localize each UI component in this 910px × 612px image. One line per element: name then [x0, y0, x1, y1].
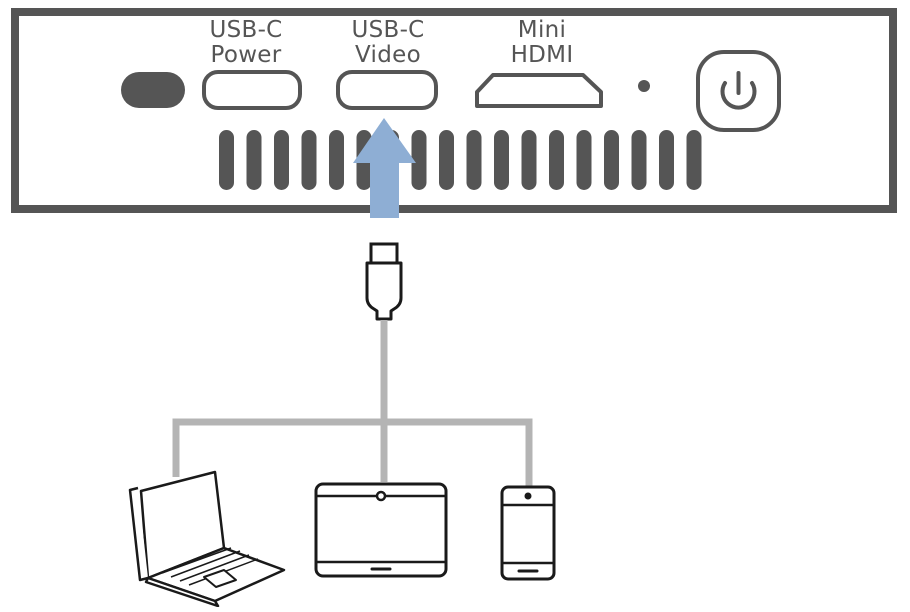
- status-led: [638, 80, 650, 92]
- smartphone-icon: [500, 485, 556, 581]
- usb-c-power-port: [202, 70, 302, 110]
- vent-slot: [549, 130, 564, 190]
- laptop-trackpad: [203, 569, 237, 588]
- vent-slot: [301, 130, 317, 190]
- vent-slot: [631, 130, 647, 190]
- usb-c-power-label-line2: Power: [210, 42, 282, 68]
- vent-slot: [329, 130, 344, 190]
- usb-c-video-label-line2: Video: [355, 42, 421, 68]
- mini-hdmi-port: [475, 73, 603, 108]
- cable-tree: [172, 320, 533, 487]
- projector-back-panel: [11, 8, 897, 213]
- usb-c-video-label-line1: USB-C: [351, 17, 425, 43]
- vent-slot: [494, 130, 509, 190]
- vent-slot: [604, 130, 619, 190]
- mini-hdmi-label-line2: HDMI: [510, 42, 574, 68]
- ventilation-grille: [219, 130, 702, 190]
- vent-slot: [659, 130, 674, 190]
- power-button: [696, 50, 781, 132]
- mini-hdmi-label: Mini HDMI: [482, 18, 602, 68]
- phone-camera: [524, 492, 532, 500]
- usb-c-video-label: USB-C Video: [328, 18, 448, 68]
- vent-slot: [274, 130, 289, 190]
- vent-slot: [521, 130, 537, 190]
- usb-c-video-port: [336, 70, 438, 110]
- vent-slot: [466, 130, 482, 190]
- usb-c-plug-icon: [365, 242, 403, 321]
- tablet-camera: [375, 490, 387, 502]
- up-arrow-icon: [353, 118, 416, 218]
- vent-slot: [686, 130, 702, 190]
- ir-sensor: [121, 72, 185, 108]
- usb-c-power-label-line1: USB-C: [209, 17, 283, 43]
- vent-slot: [219, 130, 234, 190]
- power-icon: [720, 71, 757, 110]
- vent-slot: [411, 130, 427, 190]
- vent-slot: [246, 130, 262, 190]
- usb-c-power-label: USB-C Power: [186, 18, 306, 68]
- mini-hdmi-label-line1: Mini: [517, 17, 567, 43]
- laptop-icon: [128, 470, 286, 608]
- vent-slot: [439, 130, 454, 190]
- tablet-icon: [314, 482, 448, 578]
- vent-slot: [576, 130, 592, 190]
